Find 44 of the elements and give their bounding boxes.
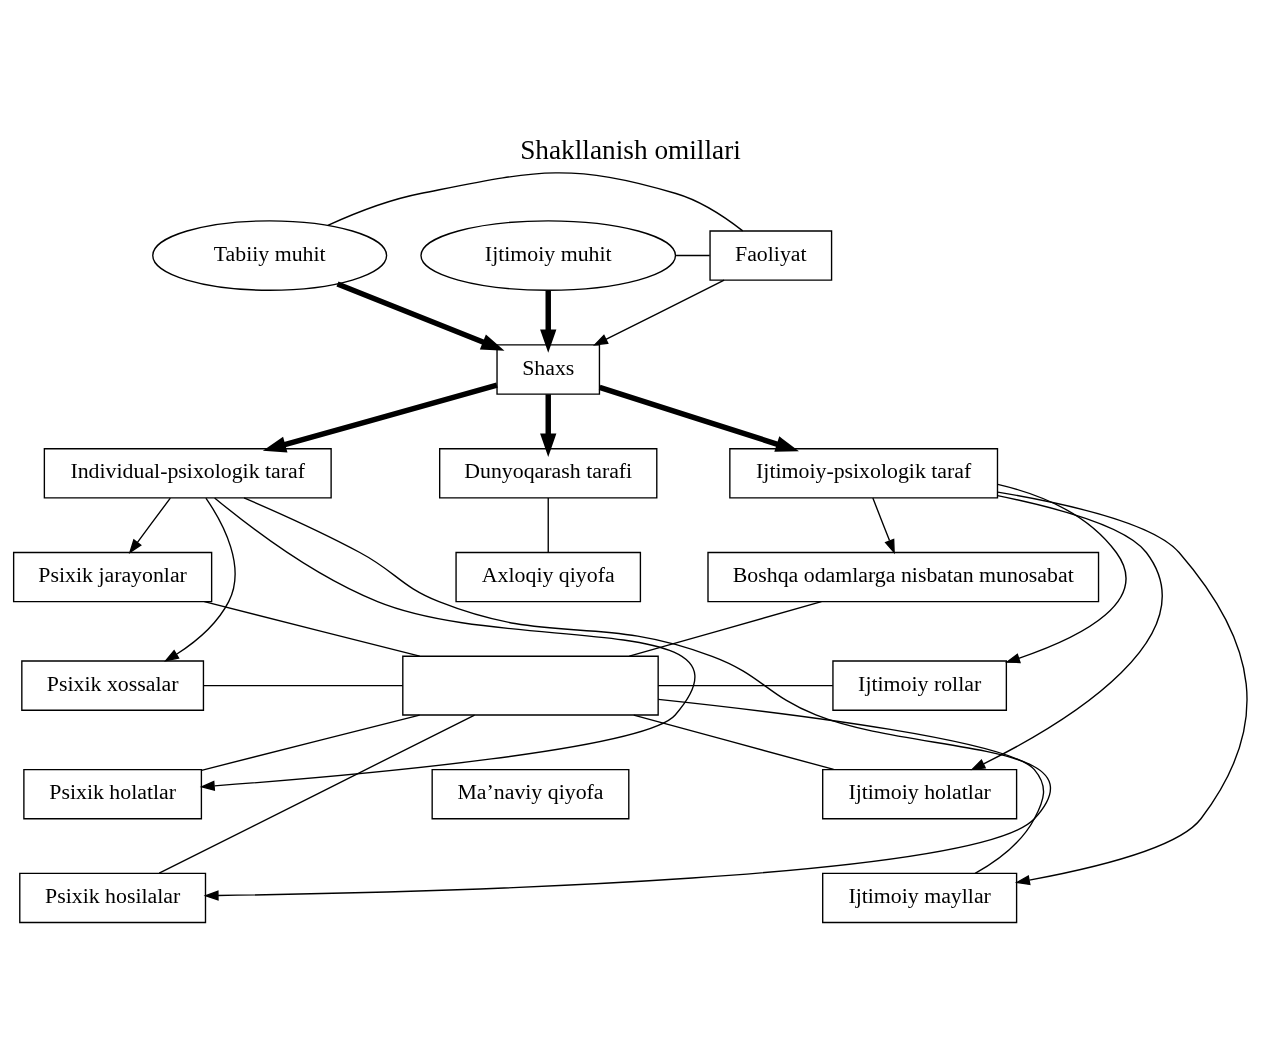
connector: [203, 600, 421, 657]
arrow: [203, 496, 1052, 901]
node-box: Psixik xossalar: [21, 659, 205, 711]
node-box: Ijtimoiy mayllar: [822, 872, 1018, 923]
node-box: Psixik holatlar: [23, 768, 203, 819]
arrow: [872, 496, 895, 554]
connector: [628, 600, 823, 657]
node-box: Ma’naviy qiyofa: [431, 768, 630, 819]
node-box: Axloqiy qiyofa: [455, 551, 642, 602]
arrow: [997, 490, 1248, 885]
arrow: [540, 290, 557, 353]
diagram-title: Shakllanish omillari: [520, 134, 741, 165]
arrow: [540, 393, 557, 457]
node-box: [402, 655, 659, 716]
connector: [158, 713, 476, 874]
node-box: Ijtimoiy rollar: [832, 659, 1008, 711]
node-box: Ijtimoiy-psixologik taraf: [729, 447, 999, 499]
arrow: [598, 384, 799, 452]
node-box: Psixik hosilalar: [19, 872, 207, 923]
connector: [657, 698, 1045, 874]
arrow: [997, 483, 1127, 663]
node-box: Individual-psixologik taraf: [43, 447, 332, 499]
connector: [200, 713, 421, 771]
node-box: Psixik jarayonlar: [12, 551, 213, 602]
node-ellipse: Ijtimoiy muhit: [420, 219, 677, 291]
arrow: [970, 494, 1163, 770]
arrow: [336, 280, 505, 351]
connector: [633, 713, 835, 770]
node-ellipse: Tabiiy muhit: [152, 219, 388, 291]
node-box: Dunyoqarash tarafi: [439, 447, 658, 499]
node-box: Boshqa odamlarga nisbatan munosabat: [707, 551, 1100, 602]
node-box: Shaxs: [496, 343, 601, 395]
arrow: [262, 382, 498, 452]
arrow: [199, 496, 696, 791]
arrow: [128, 496, 171, 554]
connector: [657, 684, 834, 686]
connector: [327, 171, 744, 232]
connector: [202, 684, 404, 686]
node-box: Faoliyat: [709, 229, 833, 281]
connector: [675, 254, 711, 256]
arrow: [593, 279, 725, 346]
arrow: [164, 496, 236, 662]
connector: [547, 496, 549, 553]
node-box: Ijtimoiy holatlar: [822, 768, 1018, 819]
